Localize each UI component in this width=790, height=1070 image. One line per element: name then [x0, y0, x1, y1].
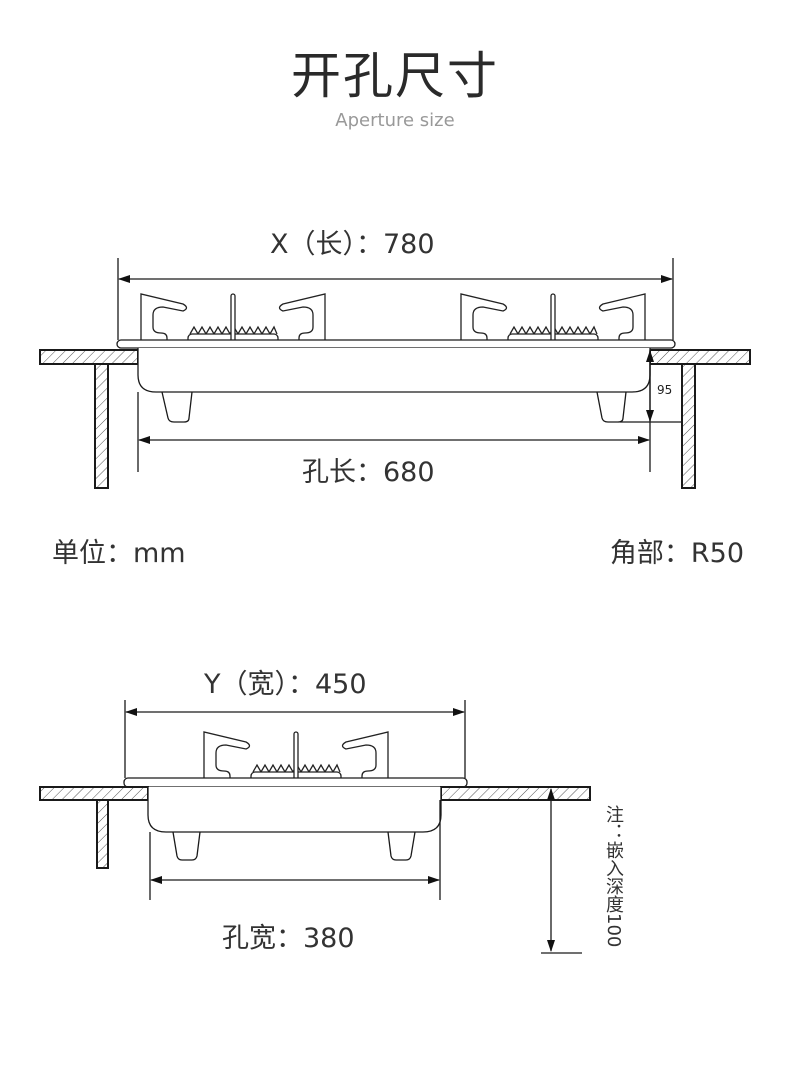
side-view-diagram	[39, 700, 591, 954]
countertop-right	[649, 349, 751, 365]
stove-foot-right	[596, 391, 627, 423]
countertop-left	[39, 349, 139, 365]
depth-label: 95	[657, 383, 673, 397]
hole-width-label: 孔宽：380	[222, 923, 355, 954]
page-subtitle: Aperture size	[335, 110, 455, 131]
corner-radius-label: 角部：R50	[609, 538, 744, 569]
burner-right	[460, 293, 646, 346]
stove-top-plate	[123, 777, 468, 788]
stove-foot-left	[172, 831, 201, 861]
cabinet-wall-left	[94, 363, 109, 489]
stove-top-plate	[116, 339, 676, 349]
unit-label: 单位：mm	[52, 538, 186, 569]
burner-center	[203, 731, 389, 784]
stove-foot-right	[387, 831, 416, 861]
outer-width-label: Y（宽）：450	[204, 669, 367, 700]
stove-foot-left	[161, 391, 193, 423]
embed-depth-note: 注：嵌入深度100	[603, 805, 624, 948]
cabinet-wall-left	[96, 799, 109, 869]
countertop-right	[440, 786, 591, 801]
countertop-left	[39, 786, 149, 801]
burner-left	[140, 293, 326, 346]
page-title: 开孔尺寸	[291, 47, 499, 105]
hole-length-label: 孔长：680	[302, 457, 435, 488]
cabinet-wall-right	[681, 363, 696, 489]
stove-body	[147, 787, 442, 833]
stove-body	[137, 348, 651, 393]
front-view-diagram	[39, 258, 751, 489]
outer-length-label: X（长）：780	[270, 229, 435, 260]
